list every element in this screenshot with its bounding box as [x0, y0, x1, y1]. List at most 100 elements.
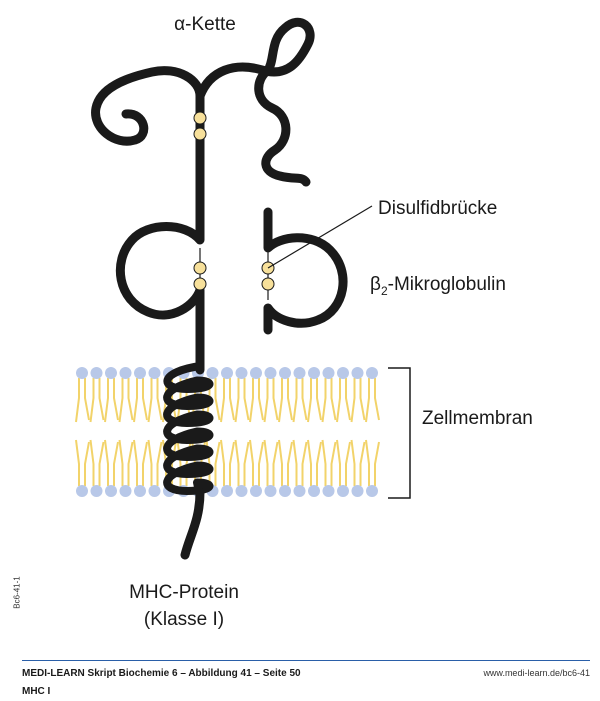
lipid-tail: [278, 378, 283, 423]
lipid-tail: [307, 378, 312, 423]
lipid-tail: [84, 378, 90, 421]
lipid-tail: [113, 378, 119, 421]
disulfide-label: Disulfidbrücke: [378, 198, 497, 219]
lipid-tail: [292, 439, 298, 486]
lipid-head: [221, 485, 233, 497]
lipid-tail: [214, 441, 221, 486]
lipid-tail: [176, 439, 182, 486]
cytoplasmic-tail: [180, 487, 205, 560]
lipid-head: [235, 367, 248, 379]
lipid-tail: [229, 441, 235, 486]
lipid-tail: [142, 441, 148, 486]
lipid-tail: [258, 378, 264, 421]
lipid-head: [90, 367, 103, 379]
lipid-head: [337, 485, 349, 497]
lipid-head: [308, 367, 320, 379]
lipid-head: [76, 485, 88, 497]
lipid-tail: [321, 378, 327, 423]
lipid-head: [351, 485, 364, 497]
lipid-head: [134, 367, 146, 379]
lipid-tail: [147, 378, 153, 423]
lipid-tail: [127, 378, 134, 421]
lipid-tail: [345, 378, 351, 421]
lipid-head: [279, 485, 291, 497]
protein-label-line1: MHC-Protein: [129, 582, 239, 603]
lipid-tail: [249, 378, 254, 423]
lipid-tail: [220, 439, 225, 486]
disulfide-pointer-line: [267, 205, 373, 269]
lipid-tail: [292, 378, 298, 423]
lipid-tail: [243, 441, 250, 486]
lipid-head: [337, 367, 349, 379]
lipid-tail: [229, 378, 235, 421]
lipid-tail: [359, 441, 366, 486]
lipid-head: [250, 367, 262, 379]
alpha-chain-label: α-Kette: [174, 14, 236, 35]
lipid-tail: [98, 441, 105, 486]
lipid-tail: [336, 439, 341, 486]
lipid-tail: [316, 378, 322, 421]
lipid-tail: [214, 378, 221, 421]
lipid-tail: [263, 439, 269, 486]
lipid-head: [250, 485, 262, 497]
lipid-head: [366, 367, 378, 379]
lipid-tail: [350, 378, 356, 423]
footer-source: MEDI-LEARN Skript Biochemie 6 – Abbildun…: [22, 668, 301, 679]
lipid-tail: [278, 439, 283, 486]
lipid-tail: [75, 439, 80, 486]
lipid-head: [76, 367, 88, 379]
lipid-tail: [220, 378, 225, 423]
lipid-tail: [89, 439, 95, 486]
lipid-tail: [374, 441, 380, 486]
beta2-label: β2-Mikroglobulin: [370, 274, 506, 298]
lipid-head: [366, 485, 378, 497]
lipid-tail: [84, 441, 90, 486]
lipid-tail: [374, 378, 380, 421]
membrane-label: Zellmembran: [422, 408, 533, 429]
lipid-head: [308, 485, 320, 497]
lipid-head: [134, 485, 146, 497]
lipid-tail: [127, 441, 134, 486]
lipid-tail: [287, 378, 293, 421]
lipid-tail: [301, 378, 308, 421]
lipid-tail: [75, 378, 80, 423]
lipid-head: [119, 485, 132, 497]
lipid-head: [264, 367, 277, 379]
lipid-head: [148, 485, 161, 497]
lipid-tail: [307, 439, 312, 486]
alpha-chain-middle-domain: [115, 155, 205, 375]
lipid-head: [322, 485, 335, 497]
lipid-tail: [104, 439, 109, 486]
lipid-tail: [345, 441, 351, 486]
footer-divider: [22, 660, 590, 661]
membrane-bracket: [388, 367, 411, 499]
lipid-tail: [365, 378, 370, 423]
lipid-head: [105, 485, 117, 497]
lipid-tail: [234, 439, 240, 486]
lipid-tail: [301, 441, 308, 486]
lipid-tail: [147, 439, 153, 486]
lipid-tail: [118, 439, 124, 486]
lipid-head: [279, 367, 291, 379]
lipid-tail: [321, 439, 327, 486]
helix-coil-path: [163, 362, 214, 501]
lipid-tail: [365, 439, 370, 486]
lipid-tail: [287, 441, 293, 486]
disulfide-dot: [193, 277, 207, 291]
lipid-head: [235, 485, 248, 497]
alpha-chain-right-loop: [254, 65, 311, 187]
lipid-tail: [263, 378, 269, 423]
lipid-tail: [234, 378, 240, 423]
cell-membrane-bilayer: [75, 367, 380, 497]
lipid-tail: [156, 441, 163, 486]
lipid-tail: [113, 441, 119, 486]
lipid-head: [264, 485, 277, 497]
beta2-prefix: β: [370, 274, 381, 295]
lipid-tail: [316, 441, 322, 486]
disulfide-dot: [193, 261, 207, 275]
lipid-tail: [330, 441, 337, 486]
lipid-tail: [330, 378, 337, 421]
mhc-diagram: α-Kette Disulfidbrücke β2-Mikroglobulin …: [75, 14, 533, 630]
lipid-tail: [272, 378, 279, 421]
lipid-tail: [336, 378, 341, 423]
